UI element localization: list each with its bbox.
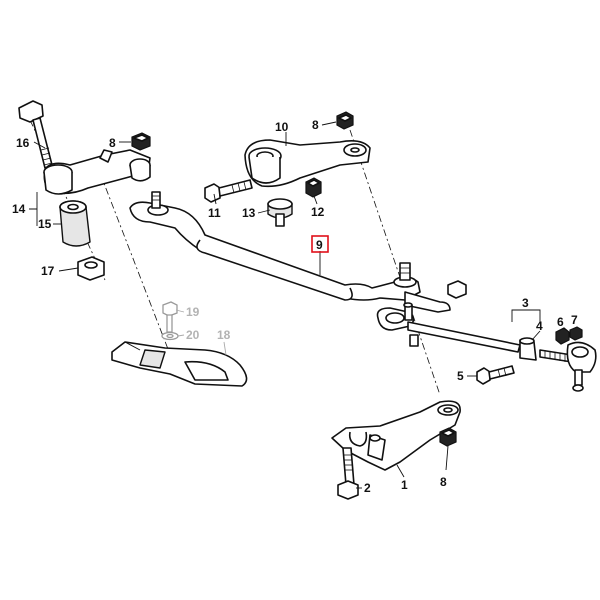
grease-nipple-part-6[interactable] [555,327,570,345]
steering-arm-part-1[interactable] [331,400,461,471]
tie-rod-end[interactable] [539,341,597,392]
guard-plate-part-18[interactable] [111,341,248,387]
bolt-part-5[interactable] [476,365,515,385]
leader-20 [177,334,185,337]
callout-8-bottom[interactable]: 8 [440,475,447,489]
callout-17[interactable]: 17 [41,264,55,278]
callout-9[interactable]: 9 [316,238,323,252]
axis-line-right [349,129,441,396]
callout-18[interactable]: 18 [217,328,231,342]
callout-4[interactable]: 4 [536,319,543,333]
callout-13[interactable]: 13 [242,206,256,220]
nut-right-rod-end[interactable] [447,280,467,299]
idler-arm-part-14[interactable] [43,149,151,195]
bush-part-15[interactable] [59,200,91,247]
axis-line-left [94,159,179,376]
callout-11[interactable]: 11 [208,206,221,220]
leader-12 [313,195,318,205]
callout-14[interactable]: 14 [12,202,26,216]
leader-8b [321,121,337,126]
callout-2[interactable]: 2 [364,481,371,495]
callout-6[interactable]: 6 [557,315,564,329]
pitman-arm-part-10[interactable] [244,139,371,188]
bolt-part-16[interactable] [18,100,53,169]
nut-part-8-bottom[interactable] [439,427,457,447]
leader-18 [223,341,227,356]
leader-14 [29,192,38,226]
callout-5[interactable]: 5 [457,369,464,383]
callout-7[interactable]: 7 [571,313,578,327]
callout-16[interactable]: 16 [16,136,30,150]
callout-20[interactable]: 20 [186,328,200,342]
nut-part-17[interactable] [77,256,105,281]
leader-1 [396,464,405,478]
callout-8-top[interactable]: 8 [312,118,319,132]
mount-part-13[interactable] [267,198,293,227]
nut-part-12[interactable] [305,177,322,198]
leader-17 [58,267,79,272]
clamp-part-4[interactable] [519,337,537,361]
tie-rod-part-3[interactable] [376,302,521,353]
bolt-part-19[interactable] [162,301,178,333]
leader-13 [257,209,271,214]
centre-track-rod-part-9[interactable] [129,191,451,313]
bolt-part-2[interactable] [337,447,359,500]
callout-3[interactable]: 3 [522,296,529,310]
leader-19 [175,309,185,313]
callout-8-left[interactable]: 8 [109,136,116,150]
bolt-part-11[interactable] [204,179,253,203]
callout-19[interactable]: 19 [186,305,200,319]
leader-11 [213,193,217,205]
callout-15[interactable]: 15 [38,217,52,231]
leader-4 [531,330,541,341]
callout-10[interactable]: 10 [275,120,289,134]
highlight-box-part-9 [311,235,329,253]
leader-8c [445,445,449,471]
callout-1[interactable]: 1 [401,478,408,492]
nut-part-7[interactable] [569,326,583,341]
washer-part-20[interactable] [161,331,179,341]
callout-12[interactable]: 12 [311,205,325,219]
nut-part-8-left[interactable] [131,132,151,151]
leader-16 [33,141,46,149]
nut-part-8-top[interactable] [336,111,354,130]
leader-3 [511,309,541,322]
